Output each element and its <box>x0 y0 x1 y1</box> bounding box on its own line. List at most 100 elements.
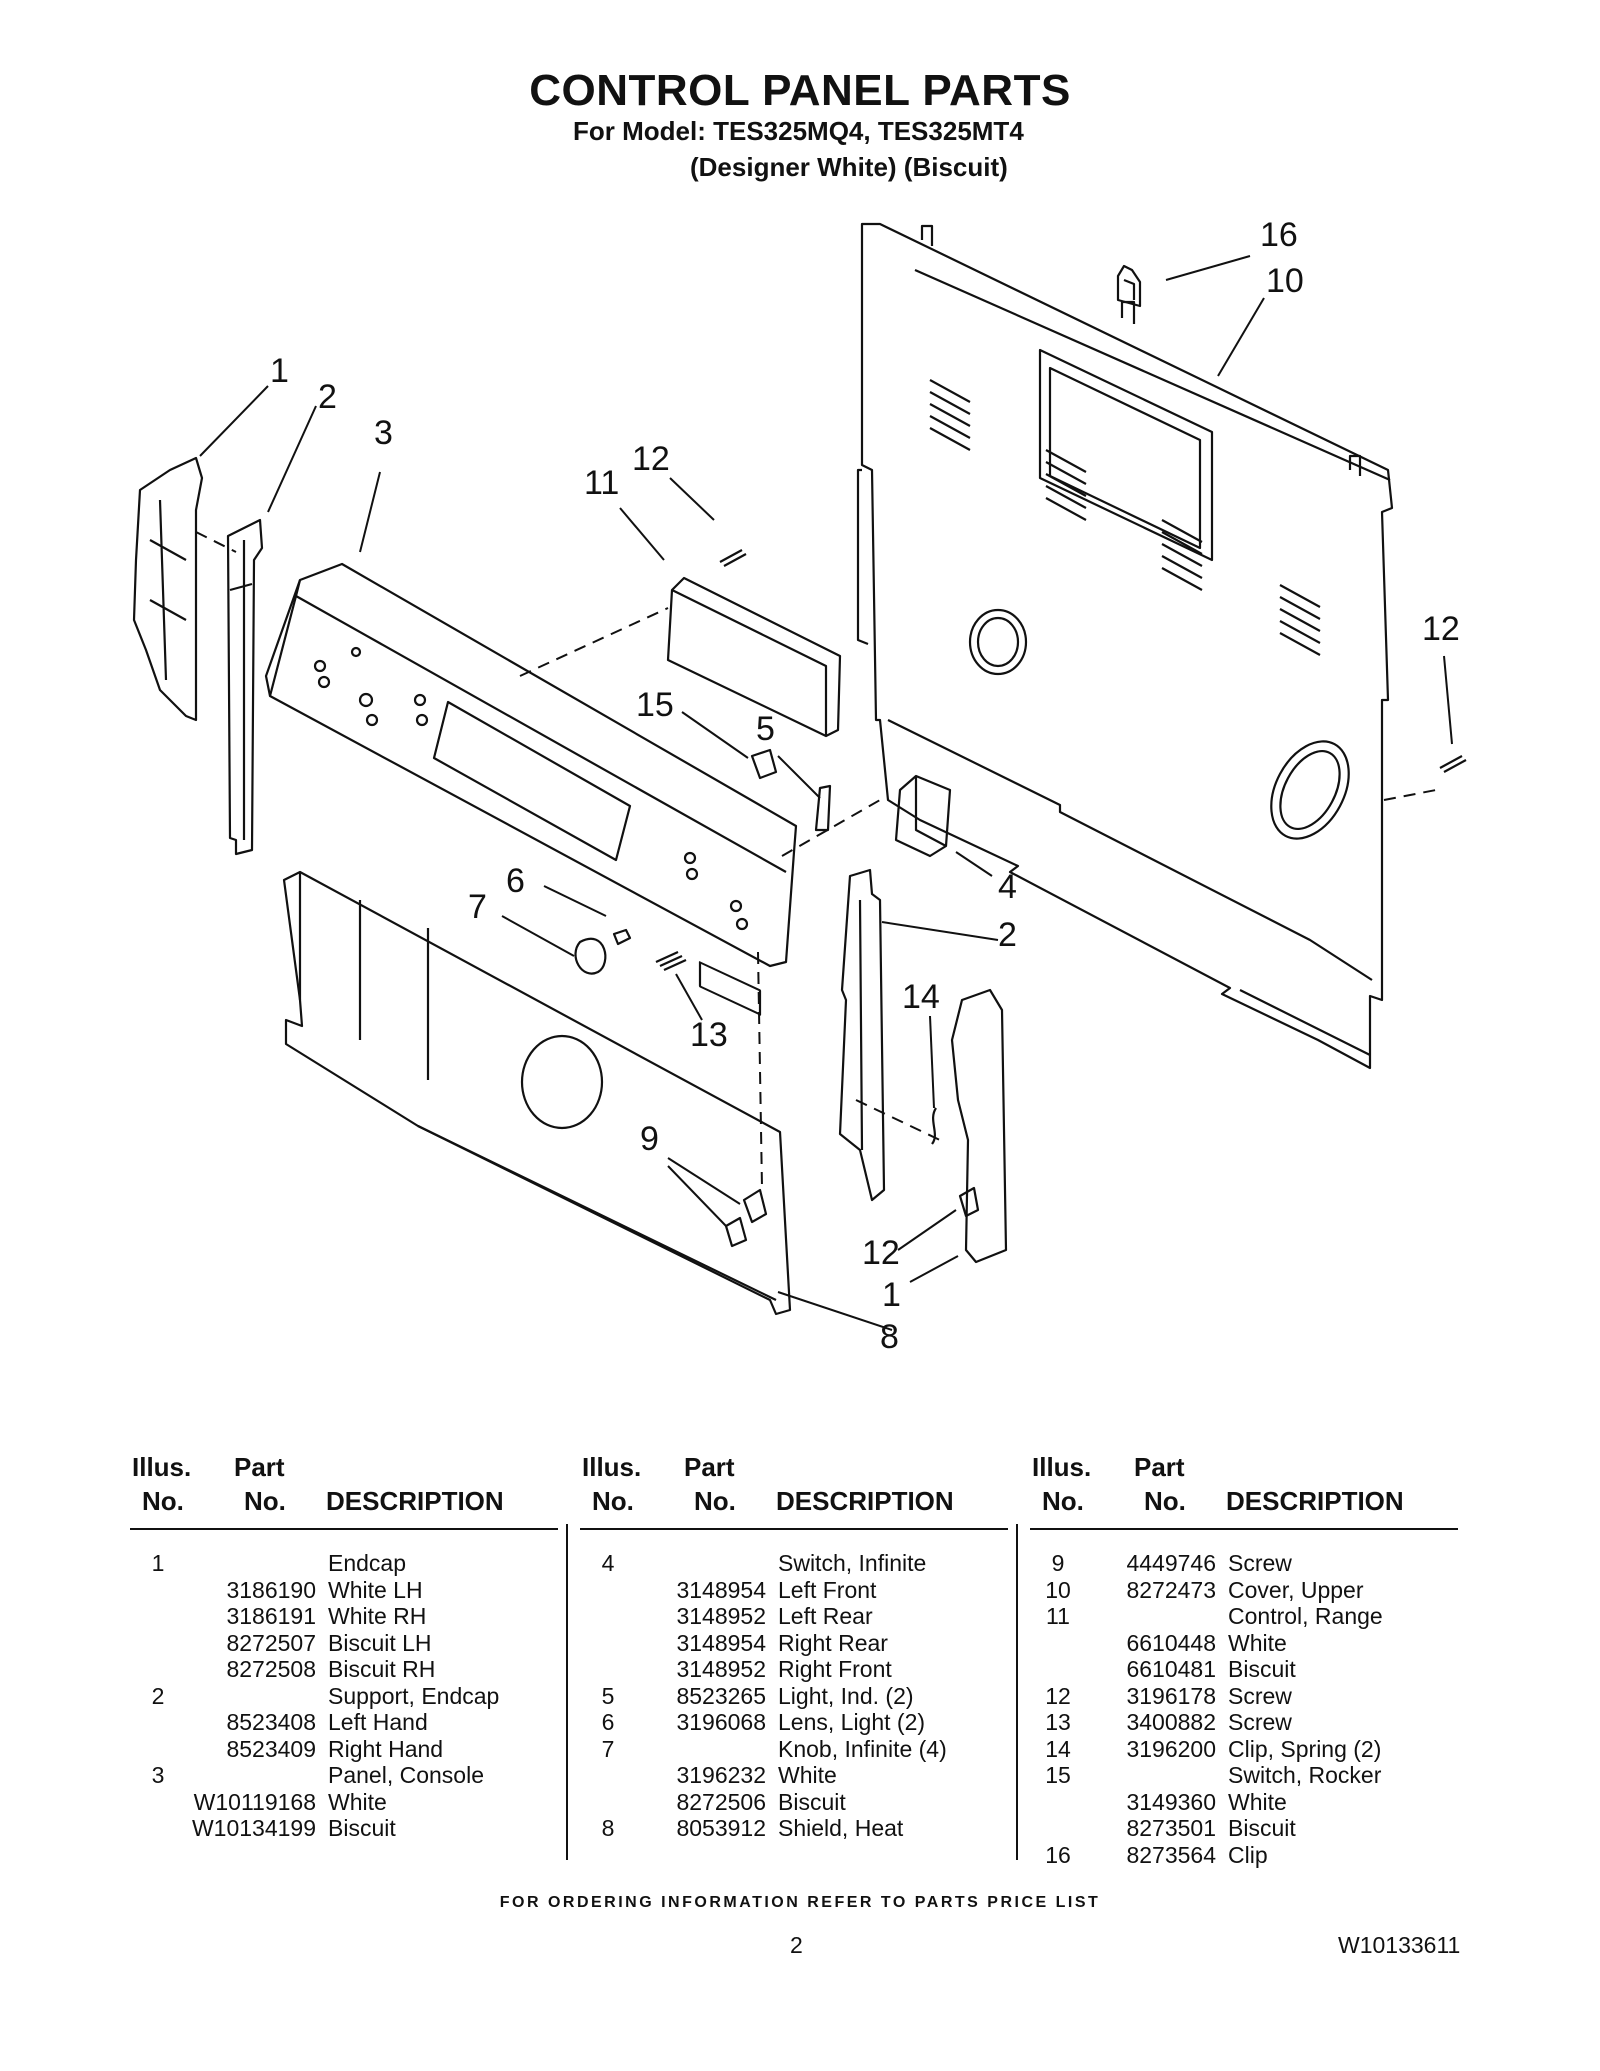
part-number: 3196178 <box>1126 1682 1216 1709</box>
part-description: Clip, Spring (2) <box>1228 1735 1382 1762</box>
part-number: 6610448 <box>1126 1629 1216 1656</box>
illus-number: 11 <box>1046 1603 1070 1629</box>
illus-number: 1 <box>151 1550 165 1576</box>
upper-cover-drawing <box>856 222 1394 1070</box>
column-divider <box>1016 1524 1018 1860</box>
callout-9: 9 <box>640 1120 659 1158</box>
illus-number: 8 <box>601 1815 615 1841</box>
part-number: 3186191 <box>226 1603 316 1629</box>
part-number: 6610481 <box>1126 1656 1216 1682</box>
part-number: 3148952 <box>676 1603 766 1629</box>
parts-column-header: Illus. No. Part No. DESCRIPTION <box>580 1452 1008 1530</box>
part-number: 4449746 <box>1126 1550 1216 1576</box>
part-description: Cover, Upper <box>1228 1576 1364 1603</box>
spring-clip-drawing <box>931 1107 937 1145</box>
part-number: 3148952 <box>676 1656 766 1682</box>
illus-number: 9 <box>1051 1550 1065 1576</box>
header-part: Part <box>1134 1452 1185 1482</box>
page-number: 2 <box>790 1932 803 1958</box>
table-row: 3148952 Right Front <box>580 1656 1008 1683</box>
part-description: White <box>328 1788 387 1815</box>
column-divider <box>566 1524 568 1860</box>
callout-15: 15 <box>636 686 674 724</box>
part-description: White RH <box>328 1603 427 1629</box>
illus-number: 6 <box>601 1709 615 1735</box>
table-row: 6610448 White <box>1030 1630 1458 1657</box>
illus-number: 2 <box>151 1682 165 1709</box>
right-support-drawing <box>838 868 886 1202</box>
header-illus-no: No. <box>592 1486 634 1516</box>
header-description: DESCRIPTION <box>776 1486 954 1516</box>
part-number: 8272506 <box>676 1788 766 1815</box>
header-illus: Illus. <box>582 1452 642 1482</box>
part-description: White LH <box>328 1576 423 1603</box>
part-description: Switch, Rocker <box>1228 1762 1382 1788</box>
header-illus: Illus. <box>1032 1452 1092 1482</box>
table-row: 12 3196178 Screw <box>1030 1683 1458 1710</box>
part-description: Right Front <box>778 1656 892 1682</box>
illus-number: 7 <box>601 1735 615 1762</box>
table-row: 3196232 White <box>580 1762 1008 1789</box>
page-title: CONTROL PANEL PARTS <box>529 66 1071 115</box>
part-number: 3196232 <box>676 1762 766 1788</box>
part-description: Knob, Infinite (4) <box>778 1735 947 1762</box>
callout-7: 7 <box>468 888 487 926</box>
part-number: W10119168 <box>193 1788 316 1815</box>
screw-13-drawing <box>655 950 687 972</box>
document-number: W10133611 <box>1338 1932 1461 1958</box>
exploded-parts-diagram: 1 2 3 12 11 16 10 12 15 5 4 2 6 7 13 14 … <box>132 216 1467 1350</box>
illus-number: 12 <box>1045 1682 1071 1709</box>
part-number: 3400882 <box>1126 1709 1216 1735</box>
part-number: 8272507 <box>226 1629 316 1656</box>
part-description: Biscuit <box>1228 1815 1296 1841</box>
part-number: 8273501 <box>1126 1815 1216 1841</box>
part-description: Clip <box>1228 1841 1268 1868</box>
callout-13: 13 <box>690 1016 728 1054</box>
illus-number: 10 <box>1045 1576 1071 1603</box>
header-illus-no: No. <box>1042 1486 1084 1516</box>
part-number: 3149360 <box>1126 1788 1216 1815</box>
console-panel-drawing <box>264 562 798 968</box>
part-number: 8523265 <box>676 1682 766 1709</box>
part-description: Control, Range <box>1228 1603 1383 1629</box>
color-line: (Designer White) (Biscuit) <box>690 152 1008 182</box>
part-description: Right Rear <box>778 1629 888 1656</box>
table-row: 8523409 Right Hand <box>130 1736 558 1763</box>
part-description: Screw <box>1228 1709 1292 1735</box>
part-number: 3196200 <box>1126 1735 1216 1762</box>
heat-shield-drawing <box>282 870 792 1316</box>
part-description: White <box>1228 1629 1287 1656</box>
part-description: Light, Ind. (2) <box>778 1682 914 1709</box>
part-number: 8272508 <box>226 1656 316 1682</box>
part-description: Screw <box>1228 1682 1292 1709</box>
part-number: 8523409 <box>226 1735 316 1762</box>
model-line: For Model: TES325MQ4, TES325MT4 <box>573 116 1024 146</box>
callout-6: 6 <box>506 862 525 900</box>
knob-drawing <box>574 937 607 975</box>
ordering-note: FOR ORDERING INFORMATION REFER TO PARTS … <box>499 1894 1101 1911</box>
callout-1-lower: 1 <box>882 1276 901 1314</box>
part-description: Panel, Console <box>328 1762 484 1788</box>
callout-11: 11 <box>584 464 619 502</box>
callout-2-lower: 2 <box>998 916 1017 954</box>
part-description: White <box>778 1762 837 1788</box>
part-description: Right Hand <box>328 1735 444 1762</box>
part-number: 3148954 <box>676 1629 766 1656</box>
